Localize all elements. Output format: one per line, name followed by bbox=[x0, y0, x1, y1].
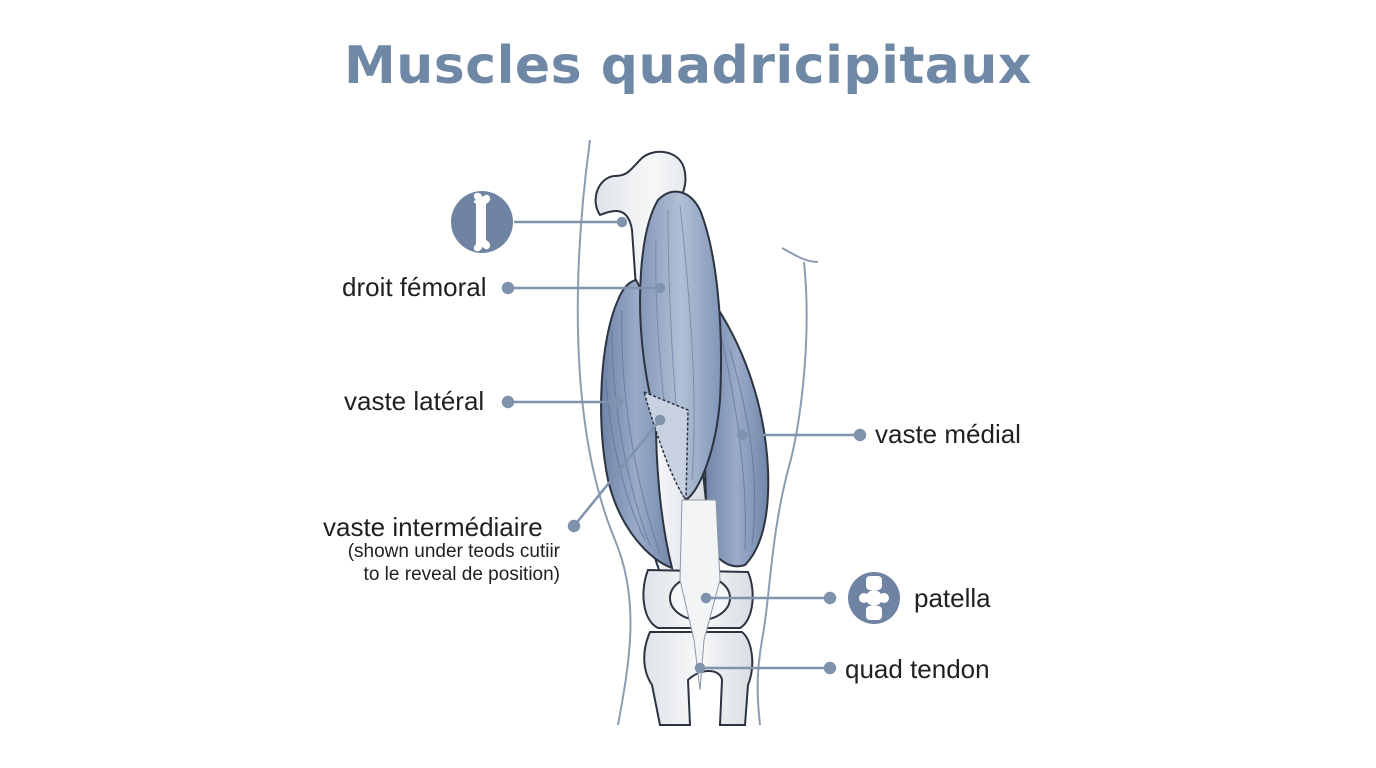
label-quad-tendon: quad tendon bbox=[845, 654, 990, 684]
leader-dot-vaste-lateral-end bbox=[612, 396, 624, 408]
leader-lines bbox=[501, 216, 867, 675]
note-line-2: to le reveal de position) bbox=[363, 564, 560, 585]
leader-dot-quad-tendon-start bbox=[694, 662, 706, 674]
label-patella: patella bbox=[914, 583, 991, 613]
leg-outline-right bbox=[756, 247, 819, 726]
label-vaste-medial: vaste médial bbox=[875, 419, 1021, 449]
leader-dot-femur bbox=[616, 216, 628, 228]
knee-joint-icon bbox=[848, 572, 900, 624]
leader-dot-vaste-intermediaire-start bbox=[567, 519, 581, 533]
note-line-1: (shown under teods cutiir bbox=[347, 541, 560, 562]
leader-dot-droit-femoral-end bbox=[654, 282, 666, 294]
leader-dot-vaste-medial-start bbox=[736, 429, 748, 441]
label-droit-femoral: droit fémoral bbox=[342, 272, 487, 302]
leader-dot-patella-start bbox=[700, 592, 712, 604]
knee-bones bbox=[642, 568, 754, 726]
bone-icon bbox=[451, 191, 513, 253]
leader-dot-quad-tendon-end bbox=[823, 661, 837, 675]
leader-dot-vaste-medial-end bbox=[853, 428, 867, 442]
vastus-lateralis-shape bbox=[600, 278, 674, 570]
label-vaste-intermediaire: vaste intermédiaire bbox=[323, 512, 543, 542]
leader-dot-patella-end bbox=[823, 591, 837, 605]
leader-dot-vaste-lateral-start bbox=[501, 395, 515, 409]
diagram-title: Muscles quadricipitaux bbox=[344, 36, 1032, 96]
leader-line-vaste-intermediaire bbox=[573, 419, 661, 527]
label-vaste-intermediaire-note: (shown under teods cutiir to le reveal d… bbox=[325, 540, 560, 586]
leader-dot-droit-femoral-start bbox=[501, 281, 515, 295]
leader-dot-vaste-intermediaire-end bbox=[654, 414, 666, 426]
label-vaste-lateral: vaste latéral bbox=[344, 386, 485, 416]
